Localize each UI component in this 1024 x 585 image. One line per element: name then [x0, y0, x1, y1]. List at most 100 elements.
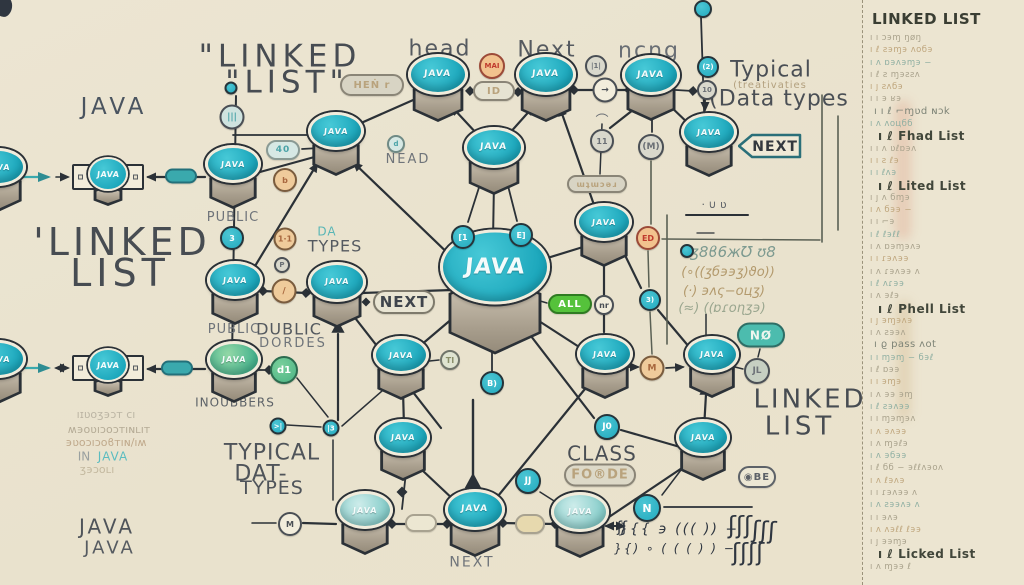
sidebar-row-35: ı ℓ бб − ϶ℓℓʌ϶оʌ [870, 463, 944, 474]
circle-gt: >| [269, 417, 287, 435]
sidebar-row-4: ı ȷ ƨʌб϶ [870, 82, 904, 93]
node-label: JAVA [324, 277, 350, 287]
circle-jj: JJ [515, 468, 541, 494]
node-cap: JAVA [207, 341, 261, 379]
next-tag-shape: NEXT [737, 133, 802, 159]
edge-37 [250, 162, 319, 273]
id-pill: ID [473, 81, 515, 101]
circle-one: |1| [585, 55, 607, 77]
dot-cursive [680, 244, 694, 258]
edge-45 [286, 424, 322, 428]
edge-32 [558, 106, 602, 224]
java-top-left: JAVA [80, 93, 148, 120]
hex-top-2: JAVA [516, 54, 576, 122]
circle-d1-green: d1 [270, 356, 298, 384]
edge-36 [352, 161, 460, 265]
sidebar-row-13: ı ȷ ʌ бɱ϶ [870, 192, 911, 203]
node-label: JAVA [591, 217, 617, 227]
edge-28 [350, 95, 422, 129]
sidebar-row-11: ı ı ℓʌ϶ [870, 168, 897, 179]
node-cap: JAVA [308, 112, 364, 151]
diamond-mark-1 [361, 297, 371, 307]
node-label: JAVA [696, 127, 722, 137]
hex-public: JAVA [207, 261, 263, 325]
hex-low-right: JAVA [685, 336, 739, 398]
squiggle-row-2: }{) ∘ ( ( ( ) ) − [614, 541, 736, 556]
edge-13 [301, 521, 338, 526]
tan-oval [515, 514, 545, 534]
circle-1-1: 1·1 [273, 227, 297, 251]
cursive-line-3: (·) ϶ʌς−оцʒ) [682, 284, 766, 300]
circle-mai: MAI [479, 53, 505, 79]
circle-11: 11 [590, 129, 614, 153]
circle-b: b [273, 168, 297, 192]
edge-59 [757, 348, 761, 358]
edge-56 [656, 308, 692, 350]
cursive-line-4: (≈) ((ɒɾоɳʒ϶) [678, 301, 766, 317]
node-cap: JAVA [577, 335, 633, 374]
faded-line-2: ʍ϶оʋıɔоɔтıɴʟıт [67, 423, 151, 437]
hex-bottom-2: JAVA [445, 489, 505, 557]
pill-40: 40 [266, 140, 300, 160]
hex-mid-left: JAVA [308, 262, 366, 328]
node-label: JAVA [0, 162, 11, 172]
circle-p: P [274, 257, 290, 273]
node-label: JAVA [96, 169, 120, 179]
node-cap: JAVA [376, 419, 430, 457]
sidebar-row-0: ı ı ɔ϶ɱ ŋøŋ [870, 33, 922, 43]
sidebar-row-41: ı ȷ ϶϶ɱ϶ [870, 537, 908, 548]
sidebar-row-5: ı ı ϶ ʁ϶ [870, 94, 902, 105]
sidebar-row-19: ı ʌ ɾ϶ʌ϶϶ ʌ [870, 266, 921, 277]
sidebar-row-42: ı ℓ Licked List [878, 547, 976, 562]
node-cap: JAVA [464, 127, 524, 168]
hex-top-3: JAVA [622, 55, 680, 121]
title-top-list: "LIST" [225, 64, 349, 101]
edge-71 [661, 238, 821, 241]
hex-mid-up: JAVA [464, 127, 524, 195]
node-label: JAVA [463, 254, 527, 280]
diamond-mark-0 [396, 486, 408, 498]
label-typical-bl: TYPICAL [223, 440, 321, 466]
scribble-arc: ⌒ [595, 114, 609, 130]
sidebar-row-6: ı ı ℓ ⌐ɱʋd ɴɔk [874, 105, 951, 117]
node-label: JAVA [690, 433, 716, 443]
label-typical-tr: Typical [730, 57, 812, 83]
circle-3c: |3 [322, 419, 340, 437]
faded-line-5: ʒ϶ɔоʟı [79, 463, 115, 477]
sidebar-row-1: ı ℓ ƨ϶ɱ϶ ʌоб϶ [870, 45, 934, 56]
cursive-line-1: ʒ8ϐ6жƱ ʊ8 [690, 243, 776, 262]
sidebar-row-43: ı ʌ ɱ϶϶ ℓ [870, 561, 912, 572]
node-cap: JAVA [207, 261, 263, 300]
node-label: JAVA [460, 504, 490, 515]
sidebar-row-23: ı ȷ ϶ɱ϶ʌ϶ [870, 315, 913, 326]
edge-55 [665, 362, 685, 372]
sidebar-row-21: ı ʌ ϶ℓ϶ [870, 291, 900, 302]
label-treativaties: (treativaties [733, 79, 807, 91]
sidebar-smudge-tan [897, 300, 911, 420]
node-label: JAVA [390, 433, 416, 443]
node-label: JAVA [699, 350, 725, 360]
powde-pill: FO®DE [564, 463, 636, 487]
sidebar-row-27: ı ℓ ɒ϶϶ [870, 365, 900, 376]
edge-29 [258, 154, 320, 174]
circle-d: d [387, 135, 405, 153]
box-cap: JAVA [88, 348, 128, 382]
node-cap: JAVA [373, 336, 429, 375]
node-cap: JAVA [445, 489, 505, 530]
circle-ed: ED [636, 226, 660, 250]
sidebar-row-10: ı ı ƨ ℓ϶ [870, 155, 900, 166]
node-label: JAVA [592, 349, 618, 359]
hex-left-edge-2: JAVA [0, 340, 26, 404]
label-head: head [408, 36, 472, 62]
sidebar-row-7: ı ʌ ʌоцбб [870, 119, 913, 130]
sidebar-row-24: ı ʌ ƨ϶϶ʌ [870, 328, 906, 339]
node-label: JAVA [531, 69, 561, 80]
edge-76 [661, 465, 685, 496]
node-label: JAVA [220, 159, 246, 169]
dot-teal-top [224, 81, 238, 95]
circle-slash: / [271, 278, 297, 304]
hex-left-edge-1: JAVA [0, 148, 26, 212]
title-linked-right: LINKED [753, 384, 867, 415]
sidebar-title: LINKED LIST [872, 10, 981, 28]
